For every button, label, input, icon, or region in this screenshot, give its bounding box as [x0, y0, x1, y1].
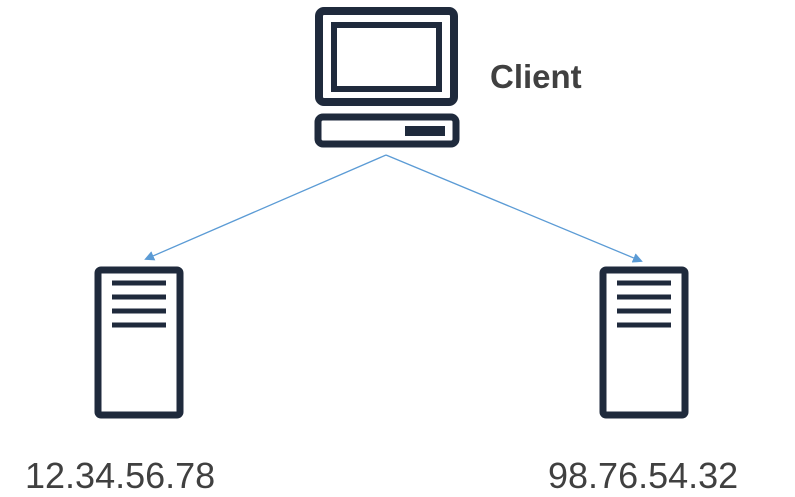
- left-server-ip-label: 12.34.56.78: [25, 455, 216, 496]
- computer-icon: [314, 7, 460, 148]
- server-icon: [599, 266, 689, 419]
- arrow-to-left-server: [144, 154, 387, 261]
- connection-arrows: [144, 154, 643, 263]
- server-icon: [94, 266, 184, 419]
- client-label: Client: [490, 58, 582, 95]
- right-server-ip-label: 98.76.54.32: [548, 455, 739, 496]
- arrow-to-right-server: [385, 154, 643, 263]
